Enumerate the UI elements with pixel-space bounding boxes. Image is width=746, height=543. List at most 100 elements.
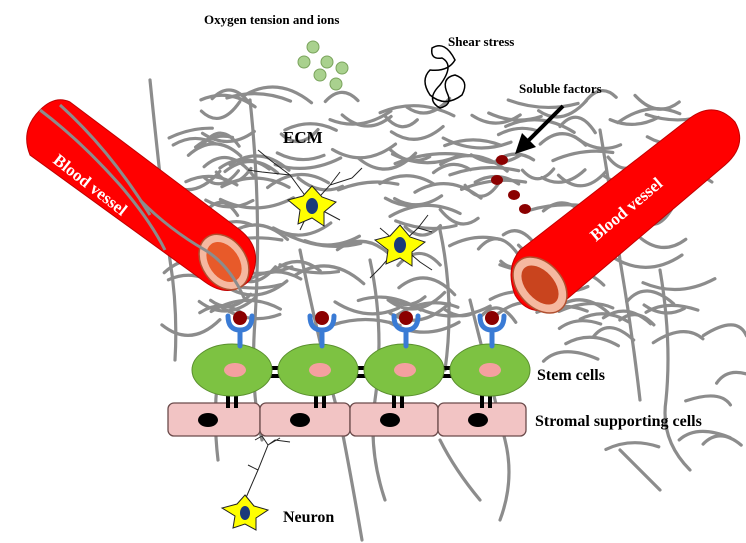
- ecm-fiber: [194, 134, 235, 149]
- ecm-fiber: [658, 268, 692, 472]
- ecm-fiber: [684, 394, 732, 407]
- ecm-fiber: [333, 300, 401, 316]
- ecm-fiber: [336, 180, 400, 192]
- ecm-fiber: [558, 115, 597, 135]
- ecm-fiber: [598, 128, 642, 402]
- ecm-fiber: [210, 88, 252, 106]
- ecm-fiber: [438, 207, 480, 226]
- ecm-fiber: [608, 115, 660, 126]
- ecm-fiber: [443, 138, 503, 148]
- ecm-fiber: [225, 92, 293, 103]
- ecm-fiber: [393, 301, 460, 319]
- stem-cells-label: Stem cells: [537, 367, 605, 384]
- shear-label: Shear stress: [448, 34, 514, 49]
- ecm-fiber: [618, 312, 656, 327]
- ecm-fiber: [480, 306, 518, 324]
- cell-junctions: [226, 366, 492, 408]
- ecm-fiber: [296, 176, 345, 192]
- ecm-fiber: [323, 90, 360, 104]
- blood-vessel-right: Blood vessel: [510, 109, 741, 314]
- shear-stress-icon: [424, 45, 466, 109]
- ecm-fiber: [209, 298, 282, 314]
- ecm-neuron-1: [247, 149, 363, 231]
- ecm-fiber: [271, 221, 333, 237]
- ecm-fiber: [476, 237, 519, 255]
- ecm-fiber: [393, 152, 470, 166]
- ecm-fiber: [557, 319, 603, 330]
- ecm-fiber: [413, 182, 483, 200]
- ecm-fiber: [388, 203, 462, 218]
- ecm-fiber: [389, 125, 445, 141]
- ecm-fiber: [557, 302, 615, 313]
- stromal-cells-label: Stromal supporting cells: [535, 413, 702, 430]
- ecm-neuron-2: [369, 214, 433, 279]
- ecm-fiber: [520, 167, 556, 181]
- ecm-fiber: [564, 335, 620, 348]
- ecm-fiber: [438, 228, 451, 372]
- ecm-fiber: [199, 100, 242, 120]
- ecm-fiber: [469, 153, 523, 165]
- ecm-fiber: [393, 194, 444, 207]
- ecm-fiber: [415, 304, 492, 318]
- ecm-fiber: [677, 429, 732, 442]
- ecm-fiber: [274, 260, 322, 273]
- ecm-fiber: [715, 370, 746, 385]
- ecm-fiber: [228, 154, 291, 172]
- soluble-factors: [491, 155, 531, 214]
- ecm-fiber: [438, 438, 482, 502]
- ecm-fiber: [504, 118, 576, 134]
- ecm-fiber: [641, 277, 717, 292]
- ecm-fiber: [278, 263, 341, 275]
- ecm-fiber: [591, 326, 636, 342]
- ecm-fiber: [387, 147, 432, 163]
- ecm-fiber: [203, 169, 240, 186]
- ecm-fiber: [441, 136, 513, 150]
- ecm-fiber: [578, 312, 630, 324]
- ecm-fiber: [538, 132, 588, 147]
- ecm-fiber: [266, 172, 330, 190]
- ecm-fiber: [701, 434, 743, 447]
- oxygen-label: Oxygen tension and ions: [204, 12, 339, 27]
- bound-ligands: [233, 311, 499, 325]
- ecm-fiber: [378, 104, 456, 118]
- ecm-fiber: [218, 158, 271, 171]
- neuron-label: Neuron: [283, 509, 334, 526]
- ecm-fiber: [618, 448, 662, 492]
- ecm-fiber: [394, 219, 458, 231]
- ecm-fiber: [368, 258, 387, 502]
- ecm-fiber: [284, 232, 363, 248]
- soluble-label: Soluble factors: [519, 81, 602, 96]
- ecm-fiber: [487, 111, 543, 122]
- ecm-fiber: [470, 113, 522, 125]
- ecm-fiber: [496, 126, 540, 137]
- stem-cells: [191, 343, 531, 397]
- ecm-fiber: [330, 142, 398, 160]
- ecm-fiber: [396, 251, 442, 267]
- ecm-fiber: [541, 350, 600, 363]
- ecm-fiber: [171, 136, 218, 147]
- ecm-fiber: [214, 166, 253, 184]
- ecm-fiber: [604, 441, 661, 451]
- ecm-fiber: [556, 169, 608, 188]
- ecm-fiber: [160, 318, 222, 337]
- ecm-fiber: [625, 289, 676, 306]
- ecm-fiber: [616, 107, 682, 125]
- ecm-fiber: [639, 236, 688, 250]
- ecm-fibers: [148, 78, 746, 542]
- ecm-fiber: [611, 253, 684, 269]
- ecm-fiber: [448, 235, 501, 248]
- ecm-fiber: [200, 129, 256, 144]
- ecm-fiber: [209, 292, 253, 308]
- ecm-fiber: [275, 151, 326, 162]
- oxygen-ions: [297, 40, 349, 91]
- neuron-bottom: [220, 435, 291, 531]
- ecm-fiber: [583, 89, 618, 104]
- ecm-fiber: [340, 113, 393, 128]
- ecm-fiber: [283, 122, 338, 132]
- receptors: [225, 313, 507, 349]
- ecm-fiber: [431, 162, 472, 175]
- ecm-fiber: [506, 98, 580, 110]
- ecm-fiber: [540, 168, 587, 184]
- ecm-fiber: [551, 149, 615, 163]
